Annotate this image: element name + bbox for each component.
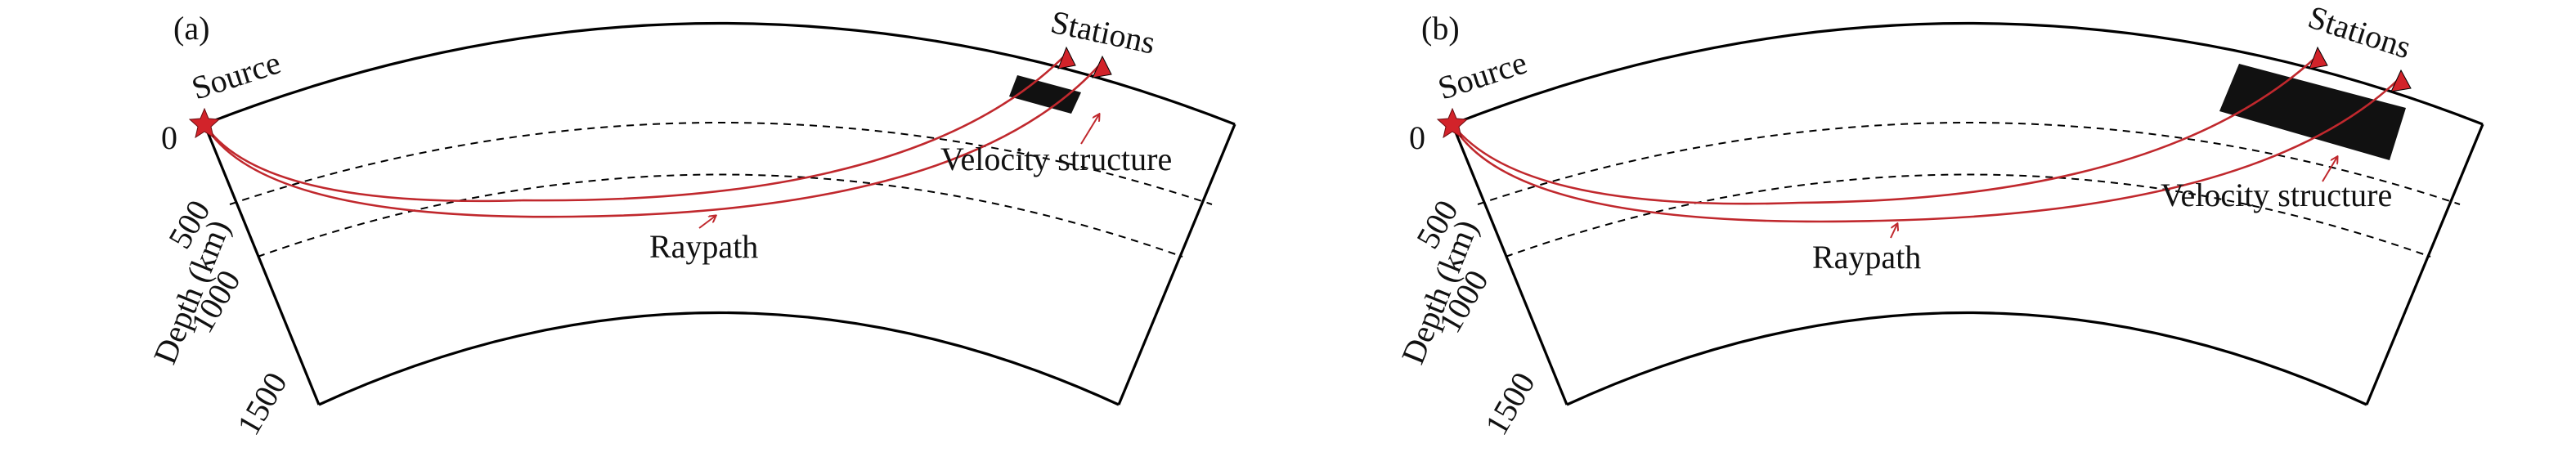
- velocity-structure-label-a: Velocity structure: [940, 141, 1172, 177]
- station-triangle-2-b: [2390, 69, 2412, 92]
- panel-label-b: (b): [1421, 10, 1460, 47]
- panel-label-a: (a): [173, 10, 209, 47]
- interface-1-b: [1477, 122, 2461, 205]
- velocity-structure-label-b: Velocity structure: [2161, 177, 2392, 213]
- panel-a: (a) Source Stations Velocity structure R…: [146, 3, 1236, 441]
- depth-tick-0-a: 0: [161, 119, 177, 156]
- depth-tick-1500-a: 1500: [230, 366, 294, 441]
- raypath-arrow-b: [1890, 224, 1897, 239]
- interface-1-a: [229, 122, 1213, 205]
- raypath-arrow-a: [698, 216, 716, 229]
- depth-axis-a: 0 500 1000 1500 Depth (km): [146, 119, 294, 441]
- inner-arc-b: [1566, 311, 2367, 406]
- station-triangle-1-b: [2309, 46, 2328, 69]
- raypath-label-a: Raypath: [649, 228, 758, 265]
- interface-2-a: [257, 173, 1183, 258]
- left-edge-a: [203, 123, 321, 406]
- source-label-b: Source: [1434, 43, 1532, 106]
- depth-axis-b: 0 500 1000 1500 Depth (km): [1394, 119, 1542, 441]
- raypath-2-b: [1451, 79, 2399, 223]
- raypath-1-b: [1451, 56, 2317, 205]
- right-edge-a: [1117, 123, 1236, 406]
- source-label-a: Source: [187, 43, 285, 106]
- depth-tick-0-b: 0: [1409, 119, 1425, 156]
- inner-arc-a: [318, 311, 1120, 406]
- raypath-label-b: Raypath: [1812, 239, 1921, 276]
- raypath-1-a: [203, 55, 1066, 203]
- velocity-arrow-a: [1080, 114, 1099, 145]
- depth-tick-1500-b: 1500: [1478, 366, 1542, 441]
- velocity-arrow-b: [2322, 157, 2337, 182]
- source-star-a: [188, 107, 221, 139]
- interface-2-b: [1505, 173, 2431, 258]
- station-triangle-2-a: [1092, 55, 1112, 78]
- surface-arc-b: [1452, 21, 2484, 126]
- right-edge-b: [2365, 123, 2484, 406]
- panel-b: (b) Source Stations Velocity structure R…: [1394, 0, 2484, 441]
- surface-arc-a: [204, 21, 1236, 126]
- station-triangle-1-a: [1057, 46, 1076, 69]
- velocity-block-b: [2219, 64, 2406, 160]
- left-edge-b: [1451, 123, 1568, 406]
- raypath-2-a: [203, 65, 1100, 218]
- source-star-b: [1436, 107, 1469, 139]
- velocity-block-a: [1009, 75, 1081, 114]
